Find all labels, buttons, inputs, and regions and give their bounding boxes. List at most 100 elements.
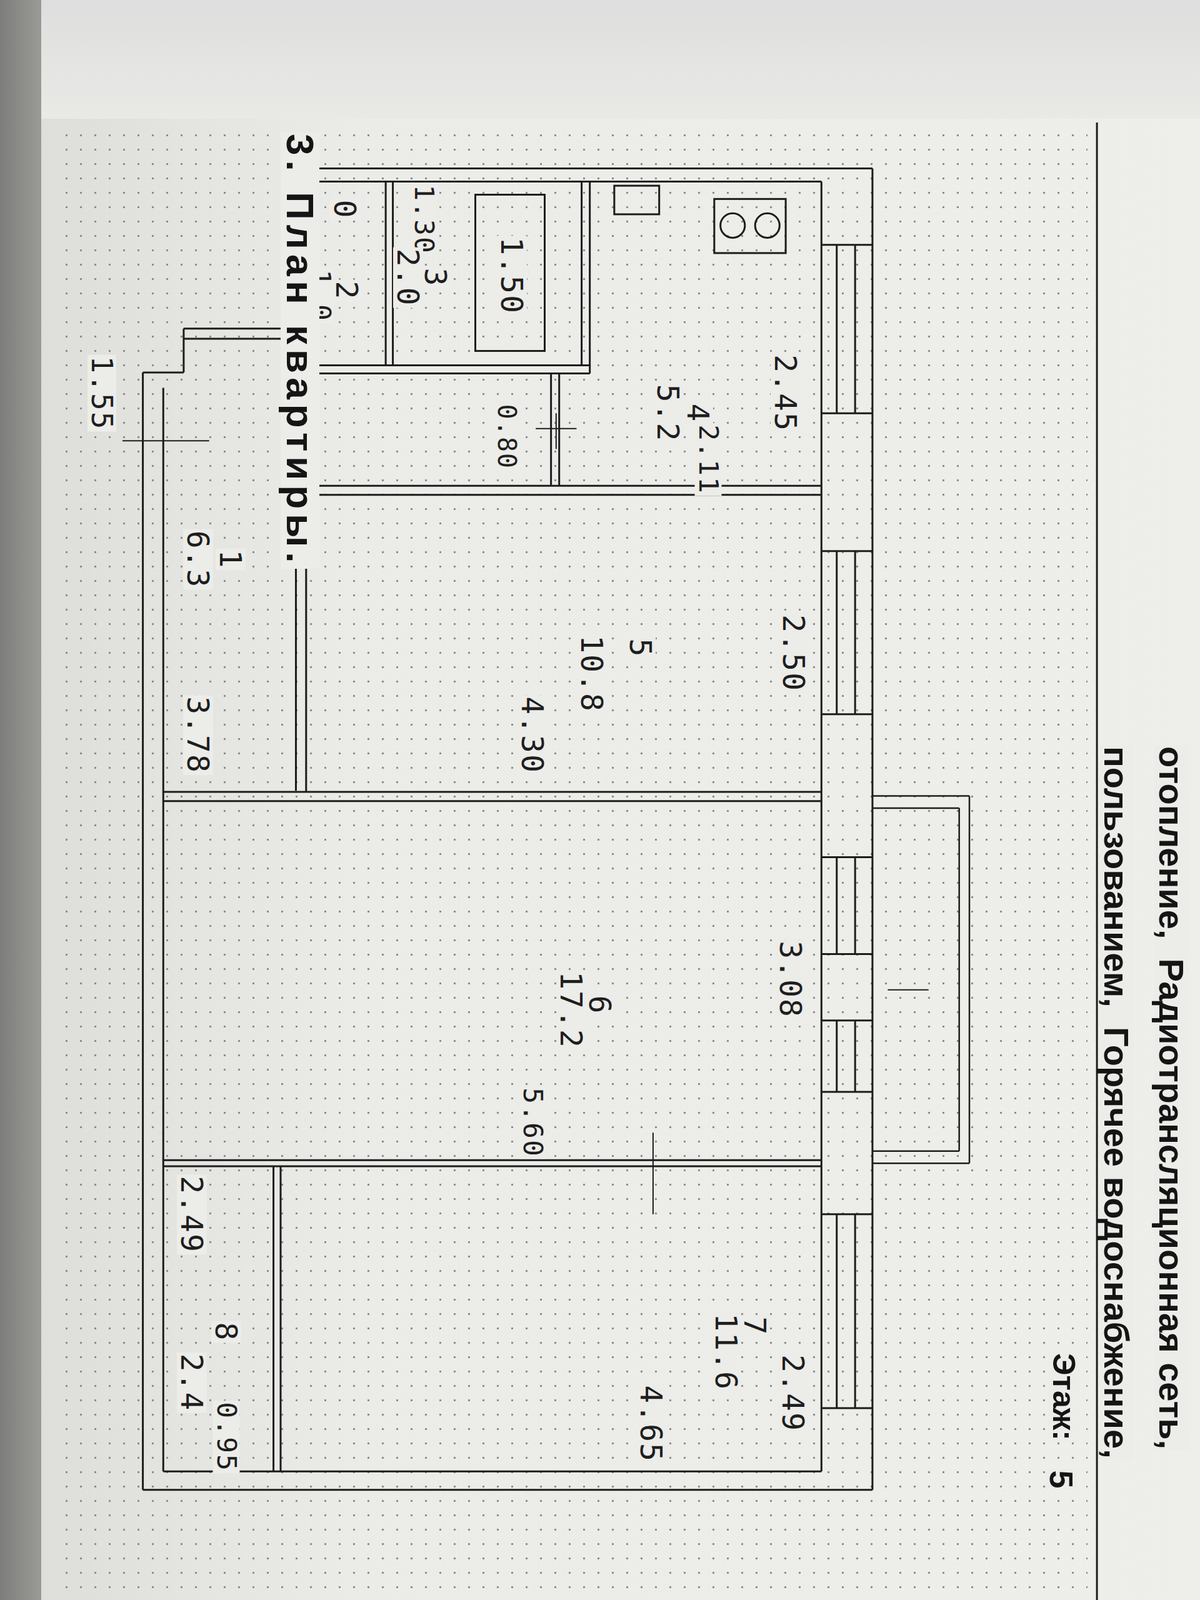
dimension-label: 2.4	[176, 1352, 207, 1414]
dot-grid	[59, 128, 1088, 1600]
burner-symbol	[720, 213, 745, 238]
wall-line	[550, 373, 552, 487]
wall-line	[1096, 122, 1099, 1600]
dimension-label: 17.2	[556, 970, 587, 1051]
dimension-label: 1.50	[496, 235, 527, 316]
wall-line	[143, 371, 184, 374]
room-area: 2.49 711.6 4.65	[282, 1167, 820, 1468]
wall-line	[958, 808, 960, 1152]
wall-line	[306, 493, 822, 496]
dimension-label: 7	[740, 1315, 770, 1338]
dimension-label: 5.60	[519, 1086, 547, 1159]
dimension-label: 2.49	[778, 1353, 809, 1434]
wall-line	[821, 856, 873, 859]
dimension-label: 3	[420, 266, 451, 289]
sink-symbol	[614, 185, 660, 215]
wall-line	[183, 327, 297, 330]
wall-line	[143, 1488, 873, 1491]
wall-line	[163, 1159, 822, 1162]
wall-line	[279, 1166, 282, 1472]
wall-line	[162, 387, 165, 1472]
wall-line	[854, 1214, 857, 1409]
wall-line	[821, 412, 873, 415]
header-text: отопление, Радиотрансляционная сеть,	[1153, 745, 1189, 1451]
dimension-label: 8	[211, 1320, 242, 1343]
wall-line	[835, 856, 838, 954]
wall-line	[821, 1090, 873, 1093]
dimension-label: 0.95	[213, 1400, 240, 1474]
wall-line	[835, 245, 838, 414]
wall-line	[163, 800, 822, 802]
dimension-label: 4	[683, 402, 714, 425]
wall-line	[854, 551, 857, 715]
room-area: 2.492.480.95	[171, 1167, 274, 1468]
header-text: пользованием, Горячее водоснабжение,	[1098, 745, 1134, 1460]
wall-line	[295, 167, 872, 170]
wall-line	[854, 856, 857, 954]
room-area: 1.30 32.0 1.50	[393, 181, 582, 363]
wall-line	[820, 181, 823, 1472]
wall-line	[872, 1162, 970, 1165]
wall-line	[821, 953, 873, 955]
floor-label: Этаж:	[1048, 1351, 1080, 1442]
wall-line	[821, 1213, 873, 1215]
wall-line	[306, 180, 822, 183]
wall-line	[652, 1132, 654, 1215]
dimension-label: 1	[215, 548, 246, 570]
wall-line	[163, 790, 822, 793]
dimension-label: 0	[330, 198, 360, 220]
wall-line	[854, 245, 857, 414]
wall-line	[163, 1470, 822, 1473]
wall-line	[821, 1407, 873, 1410]
wall-line	[295, 485, 822, 487]
wall-line	[854, 1020, 857, 1092]
dimension-label: 5	[625, 636, 656, 659]
dimension-label: 10.8	[576, 633, 607, 714]
room-area: 2.50 5 10.8 4.30	[306, 496, 820, 789]
wall-line	[555, 413, 557, 449]
paper-shade	[41, 0, 1200, 119]
dimension-label: 0.80	[494, 403, 520, 471]
wall-line	[821, 713, 873, 715]
wall-line	[968, 795, 971, 1164]
room-area: 3.08 617.2 5.60	[171, 803, 820, 1157]
dimension-label: 3.08	[775, 940, 806, 1020]
wall-line	[872, 795, 970, 797]
dimension-label: 5.2	[653, 383, 684, 444]
dimension-label: 2.45	[770, 353, 801, 434]
dimension-label: 6.3	[183, 528, 214, 590]
dimension-label: 4.30	[517, 695, 548, 775]
wall-line	[163, 1165, 822, 1168]
wall-line	[588, 181, 591, 374]
room-area: 16.3 3.78	[168, 377, 294, 788]
wall-line	[122, 440, 210, 442]
dimension-label: 1.30	[410, 183, 437, 256]
wall-line	[872, 1150, 960, 1152]
wall-line	[306, 364, 590, 367]
wall-line	[183, 338, 297, 340]
wall-line	[385, 181, 387, 366]
wall-line	[821, 1019, 873, 1022]
dimension-label: 11.6	[711, 1311, 742, 1392]
dimension-label: 2.0	[393, 247, 424, 309]
wall-line	[871, 168, 874, 1490]
stove-symbol	[714, 198, 786, 254]
plan-heading: 3. План квартиры.	[280, 132, 320, 569]
wall-line	[887, 989, 929, 991]
dimension-label: 3.78	[183, 695, 214, 775]
dimension-label: 6	[585, 994, 615, 1017]
wall-line	[295, 372, 590, 375]
wall-line	[558, 373, 560, 487]
wall-line	[182, 328, 185, 373]
bathtub-box: 1.50	[474, 193, 546, 352]
dimension-label: 4.65	[636, 1383, 667, 1464]
wall-line	[872, 807, 960, 810]
table-edge	[0, 0, 42, 1600]
dimension-label: 1.55	[87, 354, 117, 432]
wall-line	[272, 1166, 275, 1472]
floor-number: 5	[1045, 1469, 1078, 1490]
wall-line	[821, 550, 873, 552]
dimension-label: 2	[331, 280, 362, 302]
dimension-label: 2.50	[778, 613, 809, 694]
